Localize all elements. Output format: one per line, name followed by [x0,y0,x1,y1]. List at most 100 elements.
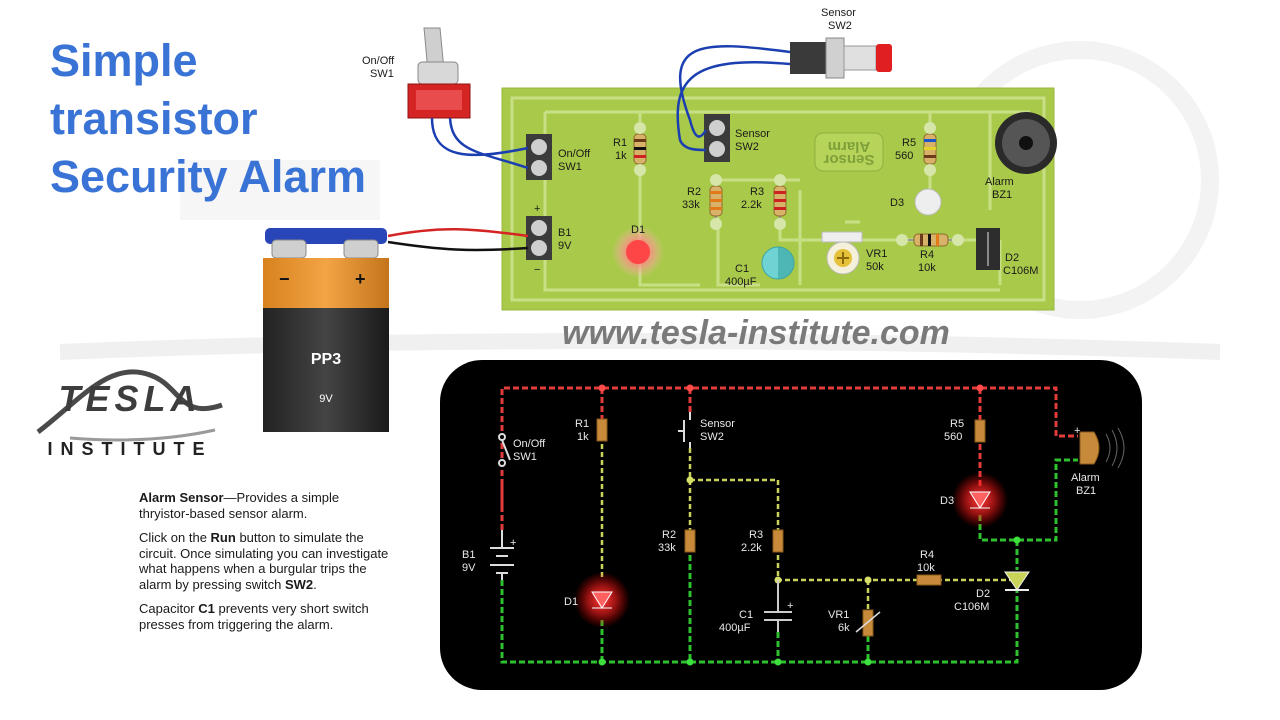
schematic-resistors [596,418,986,586]
description-p2-run: Run [210,530,236,545]
schematic-thyristor-d2 [1004,571,1030,591]
description-p2-b: button to simulate the circuit. Once sim… [139,530,389,592]
description-p1-text: —Provides a simple thryistor-based senso… [139,490,340,521]
sch-label-r3-val: 2.2k [741,542,762,554]
sch-label-d2-val: C106M [954,601,989,613]
board-label-r5-val: 560 [895,150,913,162]
sch-label-r5-ref: R5 [950,418,964,430]
switch-wires [387,44,791,252]
board-label-d3-ref: D3 [890,197,904,209]
push-switch-label-name: Sensor [821,7,856,19]
board-label-c1-ref: C1 [735,263,749,275]
board-label-c1-val: 400µF [725,276,757,288]
sch-label-bz1-name: Alarm [1071,472,1100,484]
description-p3-b: prevents very short switch presses from … [139,601,369,632]
board-led-d3 [914,188,942,216]
board-label-r5-ref: R5 [902,137,916,149]
sch-label-r4-val: 10k [917,562,935,574]
sch-label-r5-val: 560 [944,431,962,443]
sch-label-r2-ref: R2 [662,529,676,541]
sch-label-sw1-ref: SW1 [513,451,537,463]
sch-label-sw2-name: Sensor [700,418,735,430]
page-title: Simple transistor Security Alarm [50,32,366,206]
schematic-led-d1 [574,572,630,628]
board-resistor-r2 [709,174,723,230]
schematic-switch-sw1 [498,433,511,467]
push-switch-label-ref: SW2 [828,20,852,32]
description-p3-a: Capacitor [139,601,199,616]
sch-label-c1-val: 400µF [719,622,751,634]
board-label-b1-ref: B1 [558,227,571,239]
push-switch-sw2 [790,37,892,79]
toggle-switch-label-ref: SW1 [370,68,394,80]
sch-label-r3-ref: R3 [749,529,763,541]
logo-word-institute: INSTITUTE [48,439,213,459]
board-label-d1-ref: D1 [631,224,645,236]
board-thyristor-d2 [976,228,1000,270]
schematic-background [440,360,1142,690]
sch-label-vr1-ref: VR1 [828,609,849,621]
board-label-r4-ref: R4 [920,249,934,261]
sch-label-sw2-ref: SW2 [700,431,724,443]
sch-label-d3-ref: D3 [940,495,954,507]
sch-label-c1-plus: + [787,600,793,612]
board-label-sw2-ref: SW2 [735,141,759,153]
sch-label-d1-ref: D1 [564,596,578,608]
sch-label-c1-ref: C1 [739,609,753,621]
board-resistor-r3 [773,174,787,230]
description-p2-sw2: SW2 [284,576,314,592]
sch-label-bz1-ref: BZ1 [1076,485,1096,497]
website-url: www.tesla-institute.com [562,314,950,352]
sch-label-d2-ref: D2 [976,588,990,600]
board-label-vr1-val: 50k [866,261,884,273]
schematic-led-d3 [952,472,1008,528]
sch-label-r1-val: 1k [577,431,589,443]
board-capacitor-c1 [761,246,795,280]
title-line-3: Security Alarm [50,151,366,202]
svg-text:Sensor: Sensor [823,151,874,168]
title-line-2: transistor [50,93,258,144]
logo-swoosh [36,369,223,434]
description-paragraph-2: Click on the Run button to simulate the … [139,530,389,592]
board-trimmer-vr1 [821,231,863,275]
sch-label-b1-plus: + [510,537,516,549]
board-label-r3-val: 2.2k [741,199,762,211]
board-label-r3-ref: R3 [750,186,764,198]
sch-label-r1-ref: R1 [575,418,589,430]
board-label-vr1-ref: VR1 [866,248,887,260]
board-label-r2-val: 33k [682,199,700,211]
board-label-d2-val: C106M [1003,265,1038,277]
schematic-battery-b1 [490,530,514,580]
board-label-r4-val: 10k [918,262,936,274]
board-label-sw1-ref: SW1 [558,161,582,173]
tesla-institute-logo: TESLA INSTITUTE [36,369,223,459]
schematic-ground-wires [500,458,1078,664]
terminal-sw2 [704,114,730,162]
logo-word-tesla: TESLA [58,378,201,419]
battery-minus-label: − [279,269,290,289]
board-resistor-r5 [923,122,937,176]
board-resistor-r1 [633,122,647,176]
svg-text:Alarm: Alarm [828,138,871,155]
board-label-bz1-ref: BZ1 [992,189,1012,201]
sch-label-b1-val: 9V [462,562,476,574]
sch-label-sw1-name: On/Off [513,438,546,450]
board-label-plus: + [534,203,540,215]
schematic-buzzer-bz1 [1079,427,1125,469]
description-paragraph-1: Alarm Sensor—Provides a simple thryistor… [139,490,389,521]
toggle-switch-label-name: On/Off [362,55,395,67]
battery-plus-label: + [355,269,366,289]
battery-voltage-label: 9V [319,393,333,405]
description-p3-c1: C1 [198,601,215,616]
description-p2-c: . [313,576,317,592]
board-label-d2-ref: D2 [1005,252,1019,264]
board-label-minus: − [534,264,540,276]
sch-label-r2-val: 33k [658,542,676,554]
board-label-r1-val: 1k [615,150,627,162]
board-label-sw2-name: Sensor [735,128,770,140]
battery-model-label: PP3 [311,351,341,368]
sch-label-vr1-val: 6k [838,622,850,634]
title-line-1: Simple [50,35,198,86]
